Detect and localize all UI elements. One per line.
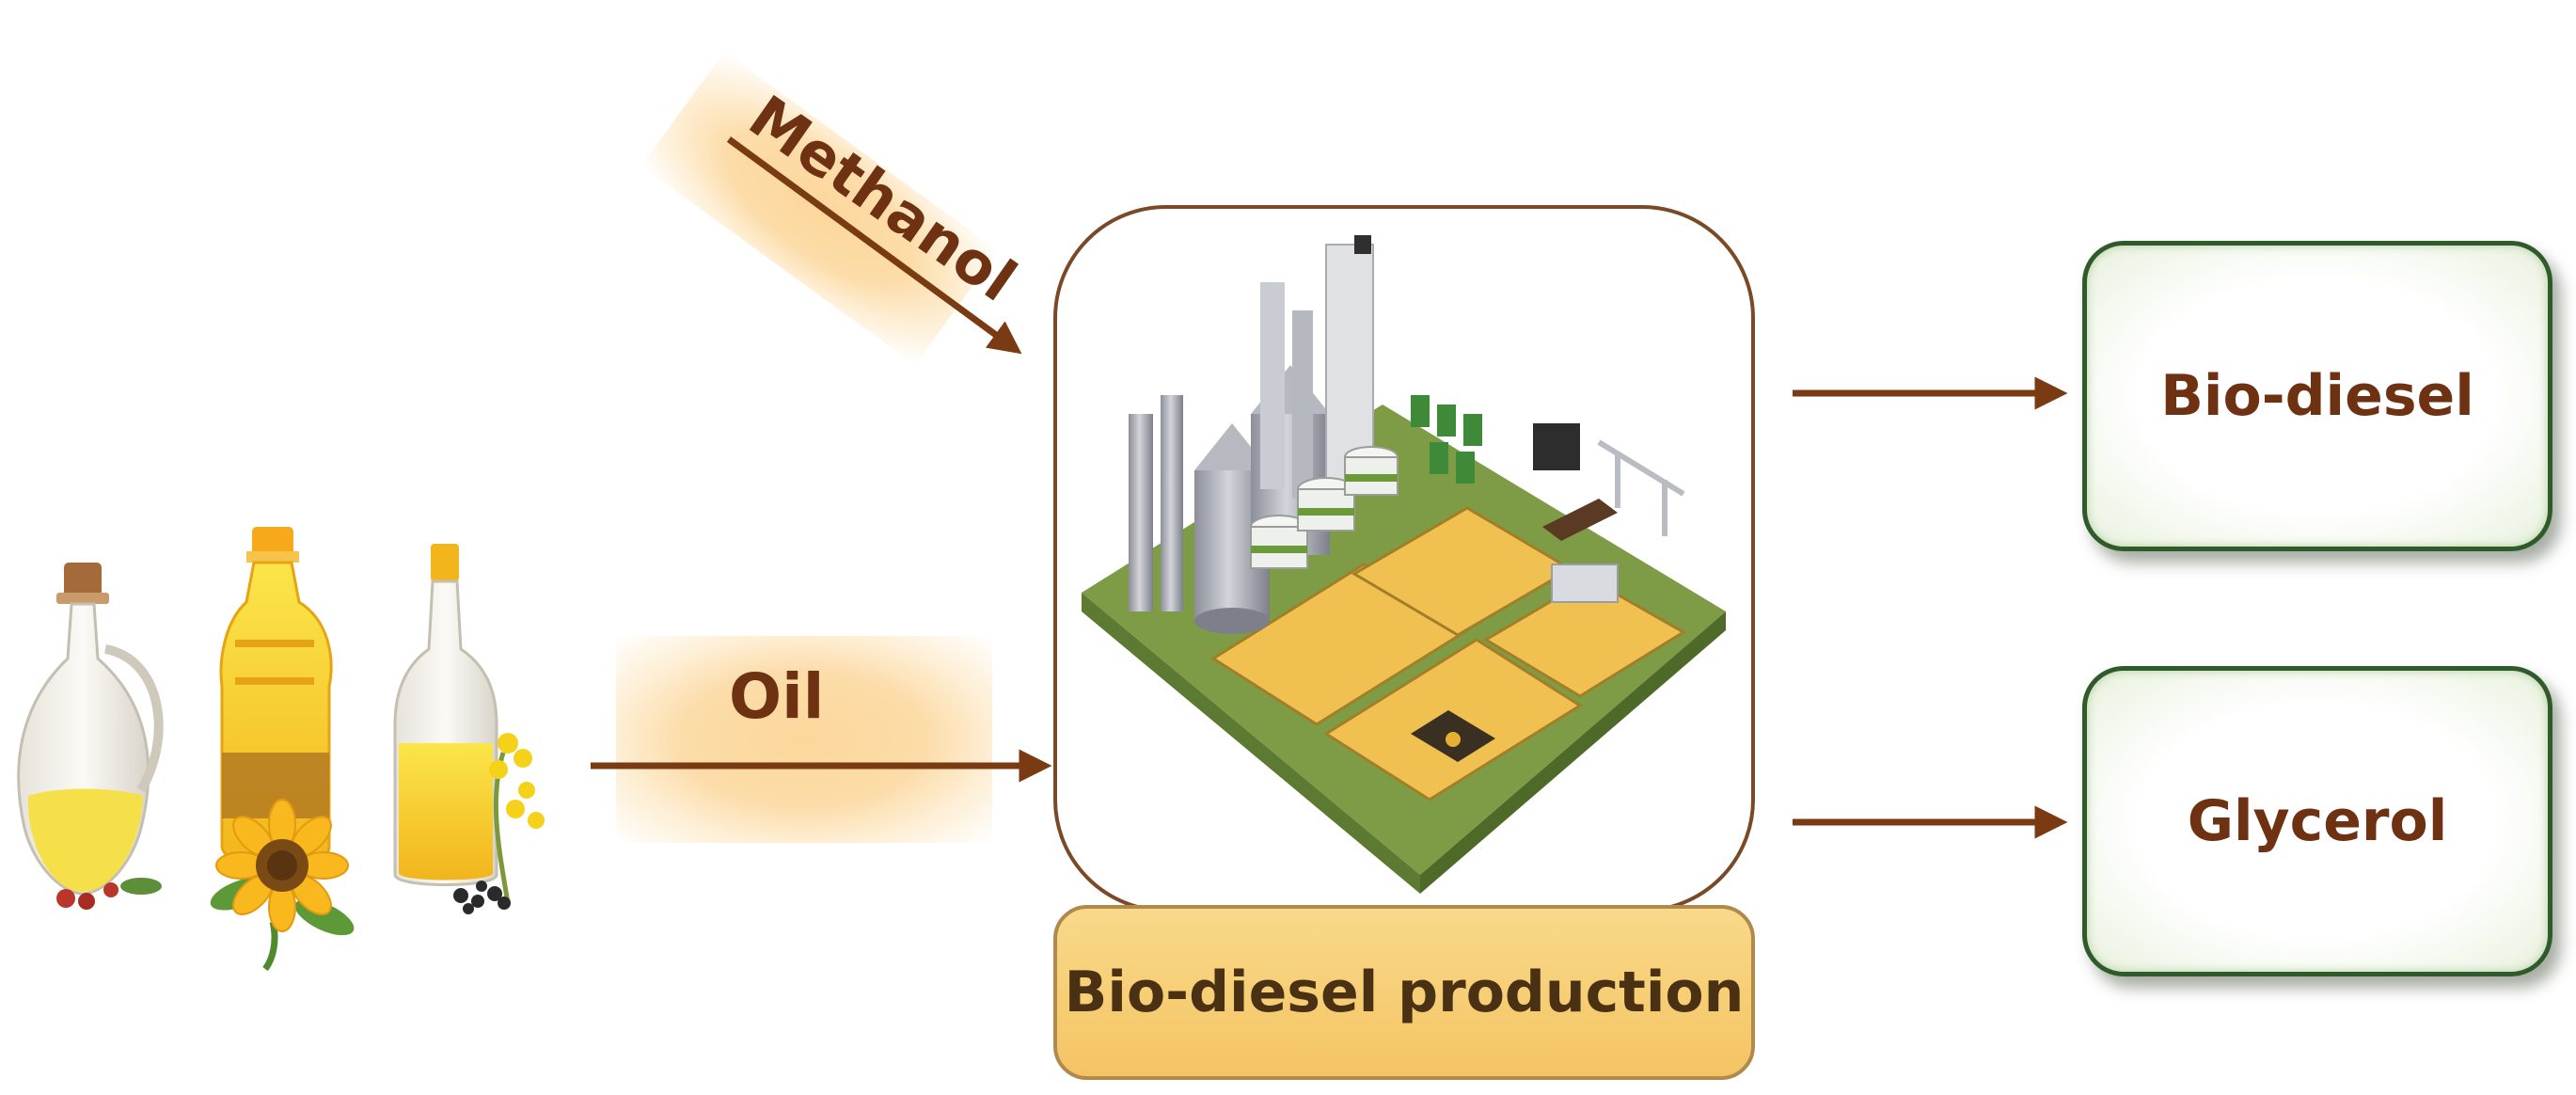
biodiesel-production-box: Bio-diesel production	[1053, 905, 1755, 1080]
biodiesel-output-label: Bio-diesel	[2160, 363, 2474, 429]
oil-label: Oil	[729, 660, 825, 733]
oil-highlight	[616, 636, 992, 843]
biodiesel-output-box: Bio-diesel	[2082, 241, 2552, 551]
glycerol-output-label: Glycerol	[2187, 788, 2448, 854]
biodiesel-production-label: Bio-diesel production	[1064, 960, 1745, 1025]
oil-bottle-icon	[219, 527, 333, 869]
rapeseed-bottle-icon	[393, 544, 545, 914]
methanol-arrow	[726, 136, 1022, 355]
glycerol-output-box: Glycerol	[2082, 666, 2552, 976]
sunflower-icon	[210, 799, 355, 972]
oil-jug-icon	[17, 563, 164, 910]
biodiesel-plant-icon	[1082, 235, 1726, 894]
